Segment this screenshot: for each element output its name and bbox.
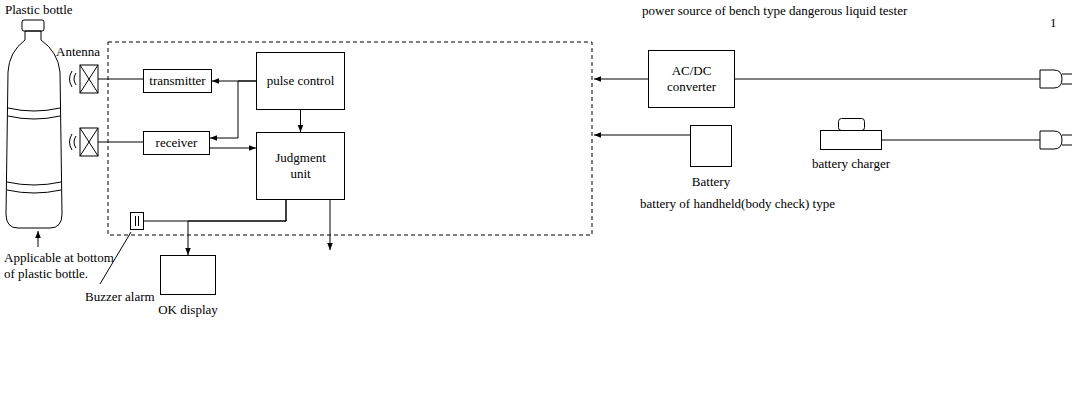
buzzer-symbol: Buzzer alarm [130, 212, 144, 230]
box-text: transmitter [149, 73, 205, 89]
bottle-ribs [7, 108, 61, 193]
power-arrow [594, 135, 690, 136]
buzzer-mark [131, 213, 143, 229]
antenna-cross [80, 128, 98, 156]
output-arrow [330, 200, 331, 250]
connector [188, 200, 286, 255]
connector [210, 148, 256, 149]
label-text: battery of handheld(body check) type [640, 196, 835, 212]
plug [1040, 70, 1072, 88]
plastic-bottle [6, 31, 62, 228]
power-arrow [594, 79, 648, 80]
process-box: transmitter [143, 69, 212, 93]
device-housing [108, 42, 592, 235]
label-text: power source of bench type dangerous liq… [642, 3, 907, 19]
box-label: battery charger [812, 156, 890, 172]
process-box: Judgment unit [256, 132, 345, 200]
box-text: receiver [156, 135, 198, 151]
antenna [80, 65, 98, 93]
box-label: Battery [692, 174, 730, 190]
charger-outline [820, 118, 882, 150]
box-label: Buzzer alarm [85, 289, 155, 305]
box-text: Judgment unit [270, 150, 332, 181]
box-text: AC/DC converter [661, 63, 723, 94]
antenna [80, 128, 98, 156]
plug [1040, 131, 1072, 149]
antenna-cross [80, 65, 98, 93]
process-box: receiver [143, 131, 210, 155]
connector [210, 81, 256, 138]
label-text: Applicable at bottom of plastic bottle. [4, 250, 116, 283]
power-cord [735, 79, 1040, 80]
bottle-cap [22, 20, 44, 31]
connector [300, 110, 301, 132]
antenna-wire [98, 79, 143, 80]
radio-waves [70, 71, 77, 87]
charger-icon: battery charger [820, 118, 882, 150]
box-label: OK display [158, 302, 218, 318]
power-cord [882, 140, 1040, 141]
battery-box: Battery [690, 125, 732, 167]
display-box: OK display [160, 255, 216, 295]
radio-waves [70, 134, 77, 150]
box-text: pulse control [267, 73, 335, 89]
label-text: Antenna [56, 44, 100, 60]
connector [144, 200, 286, 221]
process-box: AC/DC converter [648, 50, 735, 108]
pointer-arrow [38, 231, 39, 247]
label-text: 1 [1050, 15, 1057, 31]
process-box: pulse control [256, 52, 345, 110]
antenna-wire [98, 142, 143, 143]
label-text: Plastic bottle [5, 2, 73, 18]
